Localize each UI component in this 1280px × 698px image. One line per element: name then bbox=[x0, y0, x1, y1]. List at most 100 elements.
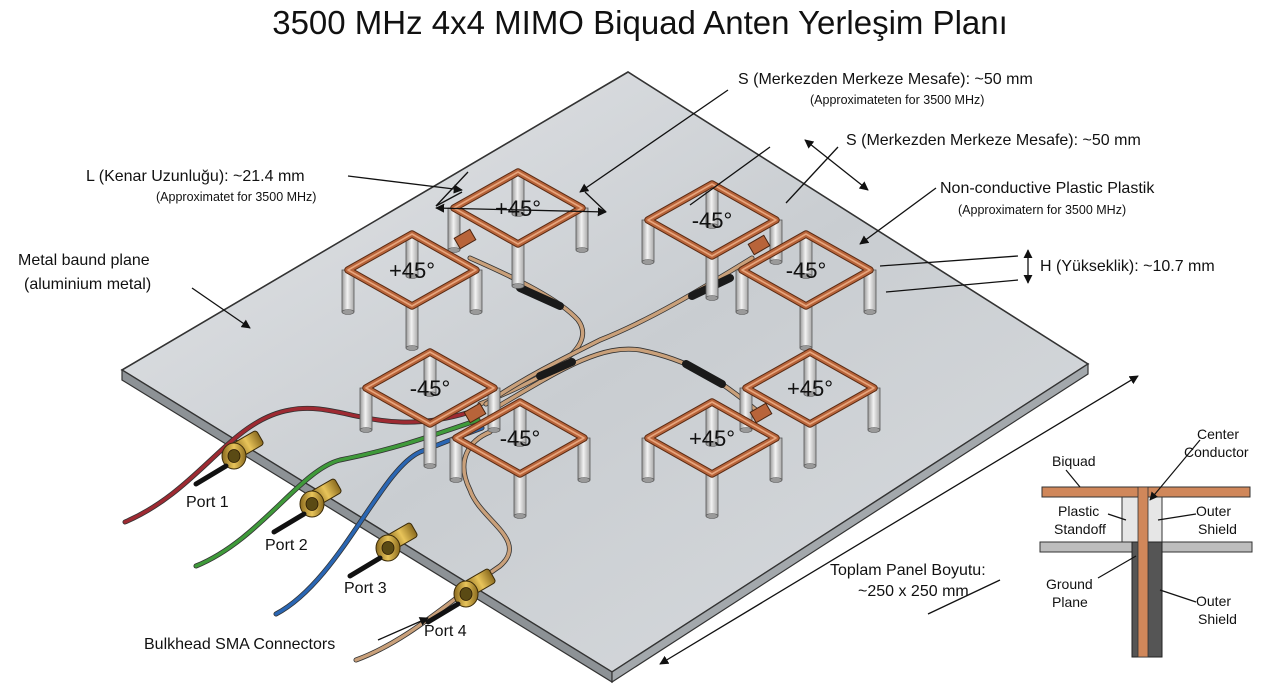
detail-plastic-label-line2: Standoff bbox=[1054, 521, 1106, 537]
standoff-label: Non-conductive Plastic Plastik bbox=[940, 180, 1155, 197]
sma-connector bbox=[425, 568, 496, 625]
sma-connector bbox=[271, 478, 342, 535]
spacing-top-label: S (Merkezden Merkeze Mesafe): ~50 mm bbox=[738, 71, 1033, 88]
standoff-post bbox=[423, 423, 437, 467]
standoff-base bbox=[511, 283, 525, 289]
cable-sleeve bbox=[536, 358, 576, 380]
connector-pigtail bbox=[271, 511, 307, 535]
standoff-base bbox=[705, 513, 719, 519]
port-4-label: Port 4 bbox=[424, 623, 467, 640]
ground-plane-label-line2: (aluminium metal) bbox=[24, 276, 151, 293]
polarization-label: -45° bbox=[692, 208, 733, 233]
biquad-element: -45° bbox=[359, 348, 501, 469]
standoff-post bbox=[803, 423, 817, 467]
polarization-label: -45° bbox=[500, 426, 541, 451]
port-3-label: Port 3 bbox=[344, 580, 387, 597]
connectors-label: Bulkhead SMA Connectors bbox=[144, 636, 335, 653]
biquad-element: -45° bbox=[641, 180, 783, 301]
standoff-base bbox=[449, 477, 463, 483]
copper-loop-highlight bbox=[365, 351, 495, 425]
standoff-post bbox=[705, 255, 719, 299]
standoff-base bbox=[739, 427, 753, 433]
copper-loop-highlight bbox=[741, 233, 871, 307]
standoff-base bbox=[405, 273, 419, 279]
connector-bore bbox=[305, 497, 319, 511]
standoff-base bbox=[359, 427, 373, 433]
sma-connectors bbox=[193, 430, 496, 625]
sma-connector bbox=[193, 430, 264, 487]
spacing-top-note: (Approximateten for 3500 MHz) bbox=[810, 93, 984, 107]
standoff-post bbox=[513, 473, 527, 517]
standoff-base bbox=[405, 345, 419, 351]
standoff-base bbox=[641, 477, 655, 483]
connector-pigtail bbox=[193, 463, 229, 487]
feed-point bbox=[453, 228, 477, 250]
spacing-right-label: S (Merkezden Merkeze Mesafe): ~50 mm bbox=[846, 132, 1141, 149]
standoff-base bbox=[867, 427, 881, 433]
standoff-post bbox=[799, 305, 813, 349]
coax-cable bbox=[354, 430, 512, 662]
coax-cable bbox=[123, 406, 472, 524]
standoff-base bbox=[769, 259, 783, 265]
port-1-label: Port 1 bbox=[186, 494, 229, 511]
edge-length-label: L (Kenar Uzunluğu): ~21.4 mm bbox=[86, 168, 305, 185]
detail-plastic-label-line1: Plastic bbox=[1058, 503, 1099, 519]
port-2-label: Port 2 bbox=[265, 537, 308, 554]
panel-size-label-line1: Toplam Panel Boyutu: bbox=[830, 562, 986, 579]
ground-plane-label-line1: Metal baund plane bbox=[18, 252, 150, 269]
standoff-post bbox=[705, 473, 719, 517]
standoff-base bbox=[641, 259, 655, 265]
feed-point bbox=[463, 402, 487, 424]
standoff-base bbox=[735, 309, 749, 315]
standoff-post bbox=[405, 305, 419, 349]
standoff-note: (Approximatern for 3500 MHz) bbox=[958, 203, 1126, 217]
standoff-base bbox=[577, 477, 591, 483]
biquad-element: +45° bbox=[341, 230, 483, 351]
polarization-label: -45° bbox=[786, 258, 827, 283]
standoff-post bbox=[511, 243, 525, 287]
detail-ground-line1: Ground bbox=[1046, 576, 1093, 592]
detail-outer-bottom-line2: Shield bbox=[1198, 611, 1237, 627]
diagram-title: 3500 MHz 4x4 MIMO Biquad Anten Yerleşim … bbox=[272, 4, 1008, 41]
connector-bore bbox=[459, 587, 473, 601]
standoff-base bbox=[341, 309, 355, 315]
standoff-base bbox=[863, 309, 877, 315]
height-label: H (Yükseklik): ~10.7 mm bbox=[1040, 258, 1215, 275]
biquad-element: -45° bbox=[735, 230, 877, 351]
standoff-base bbox=[423, 463, 437, 469]
cross-section-detail: Biquad Center Conductor Plastic Standoff… bbox=[1039, 426, 1253, 658]
connector-bore bbox=[381, 541, 395, 555]
polarization-label: +45° bbox=[389, 258, 435, 283]
detail-outer-top-line2: Shield bbox=[1198, 521, 1237, 537]
detail-outer-bottom-line1: Outer bbox=[1196, 593, 1231, 609]
panel-size-label-line2: ~250 x 250 mm bbox=[858, 583, 969, 600]
detail-biquad-label: Biquad bbox=[1052, 453, 1096, 469]
connector-pigtail bbox=[425, 601, 461, 625]
standoff-base bbox=[799, 273, 813, 279]
detail-ground-line2: Plane bbox=[1052, 594, 1088, 610]
polarization-label: +45° bbox=[495, 196, 541, 221]
standoff-base bbox=[705, 223, 719, 229]
copper-loop-highlight bbox=[647, 183, 777, 257]
port-labels: Port 1 Port 2 Port 3 Port 4 bbox=[186, 494, 467, 640]
detail-outer-top-line1: Outer bbox=[1196, 503, 1231, 519]
standoff-base bbox=[513, 441, 527, 447]
detail-center-label-line2: Conductor bbox=[1184, 444, 1249, 460]
connector-bore bbox=[227, 449, 241, 463]
polarization-label: -45° bbox=[410, 376, 451, 401]
detail-center-label-line1: Center bbox=[1197, 426, 1239, 442]
callout-lines bbox=[191, 89, 1139, 665]
sma-connector bbox=[347, 522, 418, 579]
standoff-base bbox=[575, 247, 589, 253]
polarization-label: +45° bbox=[787, 376, 833, 401]
connector-pigtail bbox=[347, 555, 383, 579]
standoff-base bbox=[487, 427, 501, 433]
standoff-base bbox=[513, 513, 527, 519]
edge-length-note: (Approximatet for 3500 MHz) bbox=[156, 190, 316, 204]
feed-point bbox=[747, 234, 771, 256]
polarization-label: +45° bbox=[689, 426, 735, 451]
standoff-base bbox=[469, 309, 483, 315]
copper-loop-highlight bbox=[347, 233, 477, 307]
standoff-base bbox=[705, 295, 719, 301]
